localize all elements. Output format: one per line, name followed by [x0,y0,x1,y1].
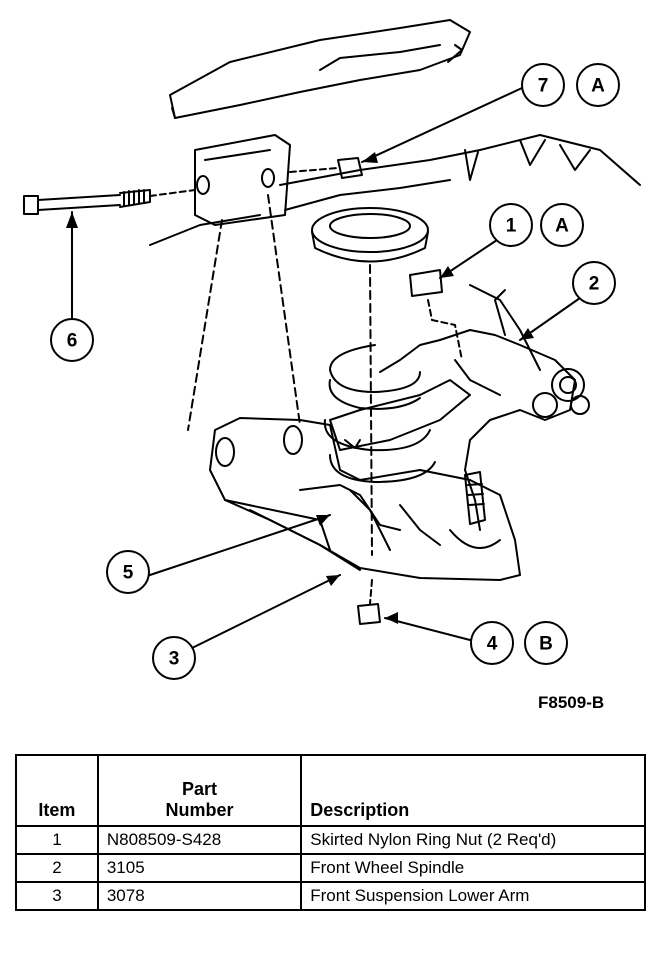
callout-7-ref-circle [576,63,620,107]
upper-bracket [194,134,291,226]
callout-2-circle [572,261,616,305]
wheel-spindle [379,289,590,531]
callout-1-num: 1 [506,216,517,237]
callout-6-num: 6 [67,331,78,352]
coil-spring [323,264,436,556]
table-row: 3 3078 Front Suspension Lower Arm [15,881,646,911]
header-part-line2: Number [165,800,234,820]
figure-id-label: F8509-B [538,693,605,712]
suspension-diagram: 7 A 1 A 2 6 5 3 4 B [23,19,641,680]
callout-4-num: 4 [487,634,498,655]
callout-6-circle [50,318,94,362]
upper-arm [329,379,471,451]
upper-nut [289,157,363,179]
row-description: Skirted Nylon Ring Nut (2 Req'd) [300,825,646,855]
ball-joint [449,471,501,549]
header-description: Description [300,754,646,827]
crossmember [149,134,641,371]
callout-3-num: 3 [169,649,180,670]
parts-table: Item Part Number Description 1 N808509-S… [15,754,646,911]
callout-7-ref: A [591,76,605,97]
alignment-line-right [267,194,301,426]
ring-nut [409,269,463,361]
header-part-line1: Part [182,779,218,799]
lower-suspension-arm [209,417,521,581]
callout-7-circle [521,63,565,107]
frame-rail [169,19,471,119]
leader-7 [361,87,523,163]
row-item: 3 [15,881,99,911]
callout-4-ref-circle [524,621,568,665]
callout-1-ref-circle [540,203,584,247]
row-part-number: N808509-S428 [96,825,303,855]
leader-4 [384,617,471,641]
leader-3 [187,574,341,651]
callout-5-num: 5 [123,563,134,584]
row-item: 1 [15,825,99,855]
header-item: Item [15,754,99,827]
table-row: 2 3105 Front Wheel Spindle [15,853,646,883]
callout-5-circle [106,550,150,594]
row-item: 2 [15,853,99,883]
row-part-number: 3078 [96,881,303,911]
table-row: 1 N808509-S428 Skirted Nylon Ring Nut (2… [15,825,646,855]
callout-2-num: 2 [589,274,600,295]
callout-1-circle [489,203,533,247]
row-description: Front Wheel Spindle [300,853,646,883]
lower-nut [357,579,381,625]
callout-3-circle [152,636,196,680]
callout-4-circle [470,621,514,665]
pivot-bolt [23,189,196,215]
callout-1-ref: A [555,216,569,237]
alignment-line-left [187,219,223,431]
callout-4-ref: B [539,634,553,655]
header-part-number: Part Number [96,754,303,827]
row-description: Front Suspension Lower Arm [300,881,646,911]
table-header-row: Item Part Number Description [15,754,646,827]
spring-insulator [311,207,429,263]
callout-7-num: 7 [538,76,549,97]
row-part-number: 3105 [96,853,303,883]
leader-5 [149,514,331,576]
